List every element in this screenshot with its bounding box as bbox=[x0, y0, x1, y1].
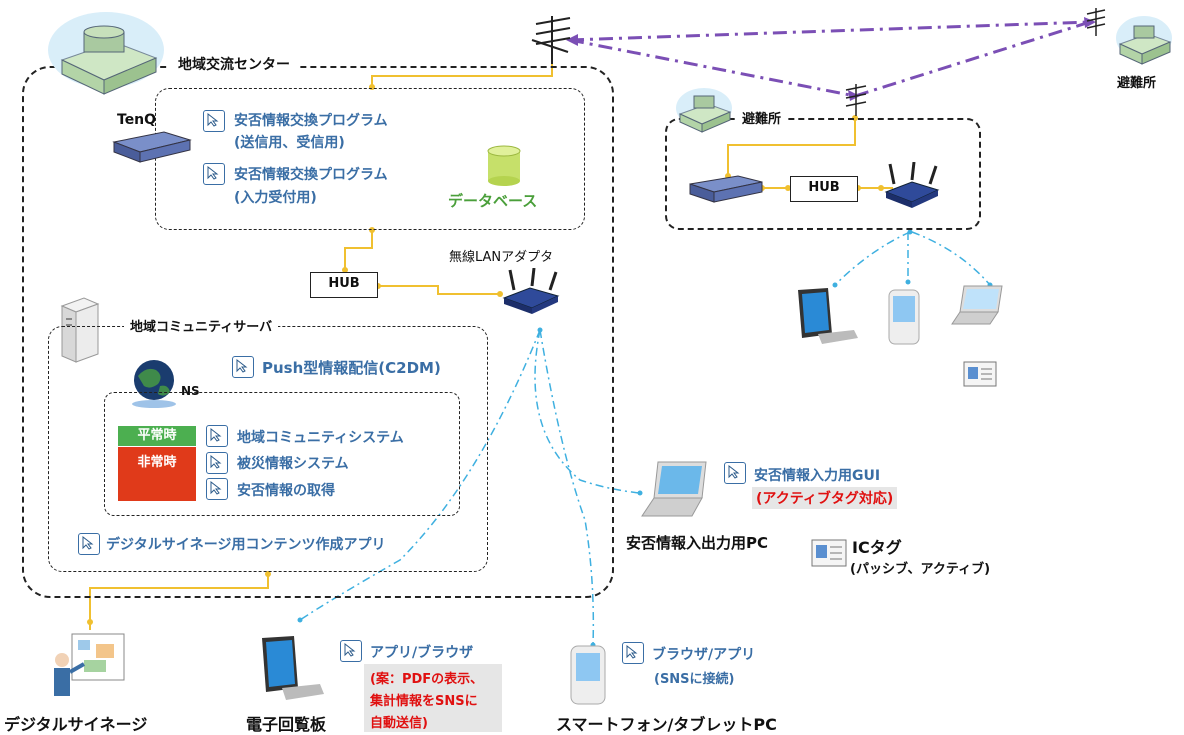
tower-server-icon bbox=[60, 297, 100, 363]
emergency-tag: 非常時 bbox=[118, 447, 196, 501]
cursor-icon bbox=[206, 425, 228, 447]
center-title: 地域交流センター bbox=[178, 57, 290, 73]
ictag-sub: (パッシブ、アクティブ) bbox=[850, 562, 991, 577]
cursor-icon bbox=[78, 533, 100, 555]
building-icon bbox=[48, 12, 164, 95]
cursor-icon bbox=[206, 452, 228, 474]
laptop-icon bbox=[951, 285, 1003, 325]
cursor-icon bbox=[232, 356, 254, 378]
laptop-icon bbox=[641, 461, 707, 517]
cursor-icon bbox=[340, 640, 362, 662]
prog2-line1: 安否情報交換プログラム bbox=[234, 167, 388, 183]
sys1-label: 地域コミュニティシステム bbox=[237, 430, 404, 446]
center-title-wrap: 地域交流センター bbox=[170, 54, 298, 74]
signage-label: デジタルサイネージ bbox=[4, 715, 148, 734]
id-card-icon bbox=[963, 361, 997, 387]
antenna-icon bbox=[845, 84, 867, 116]
ns-box bbox=[104, 392, 460, 516]
signage-app-label: デジタルサイネージ用コンテンツ作成アプリ bbox=[106, 537, 386, 553]
cursor-icon bbox=[203, 163, 225, 185]
wlan-adapter-label: 無線LANアダプタ bbox=[449, 250, 554, 265]
id-card-icon bbox=[811, 539, 847, 567]
wireless-router-icon bbox=[884, 162, 940, 208]
cursor-icon bbox=[206, 478, 228, 500]
server-device-icon bbox=[689, 175, 763, 203]
ictag-title: ICタグ bbox=[852, 538, 902, 557]
community-server-title: 地域コミュニティサーバ bbox=[130, 320, 273, 335]
normal-tag: 平常時 bbox=[118, 426, 196, 446]
phone-note: (SNSに接続) bbox=[654, 672, 735, 687]
server-device-icon bbox=[112, 131, 192, 163]
pc-gui-label: 安否情報入力用GUI bbox=[754, 468, 881, 484]
sys3-label: 安否情報の取得 bbox=[237, 483, 335, 499]
cursor-icon bbox=[724, 462, 746, 484]
prog1-line1: 安否情報交換プログラム bbox=[234, 113, 388, 129]
signage-person-icon bbox=[54, 633, 125, 696]
tenq-label: TenQ bbox=[117, 112, 157, 128]
smartphone-icon bbox=[888, 289, 920, 345]
sys2-label: 被災情報システム bbox=[237, 456, 349, 472]
shelter-box bbox=[665, 118, 981, 230]
emergency-tag-label: 非常時 bbox=[137, 455, 177, 470]
cursor-icon bbox=[622, 642, 644, 664]
tablet-icon bbox=[798, 288, 858, 344]
board-note3: 自動送信) bbox=[370, 716, 428, 731]
antenna-icon bbox=[531, 16, 571, 64]
database-icon bbox=[487, 145, 521, 186]
pc-label: 安否情報入出力用PC bbox=[626, 534, 769, 552]
board-note-bg bbox=[364, 664, 502, 732]
phone-label: スマートフォン/タブレットPC bbox=[556, 715, 777, 734]
prog1-line2: (送信用、受信用) bbox=[234, 135, 345, 151]
wireless-router-icon bbox=[502, 268, 560, 314]
tenq-box bbox=[155, 88, 585, 230]
phone-app-label: ブラウザ/アプリ bbox=[652, 647, 756, 663]
push-label: Push型情報配信(C2DM) bbox=[262, 359, 441, 377]
hub-center: HUB bbox=[310, 272, 378, 298]
pc-gui-note: (アクティブタグ対応) bbox=[752, 487, 898, 509]
antenna-icon bbox=[1086, 8, 1106, 36]
building-icon bbox=[1116, 16, 1172, 65]
smartphone-icon bbox=[570, 645, 606, 705]
board-note2: 集計情報をSNSに bbox=[370, 694, 478, 709]
cursor-icon bbox=[203, 110, 225, 132]
tablet-icon bbox=[262, 636, 324, 700]
shelter-title: 避難所 bbox=[742, 112, 782, 127]
prog2-line2: (入力受付用) bbox=[234, 190, 317, 206]
ns-label: NS bbox=[181, 384, 200, 398]
building-icon bbox=[676, 88, 732, 133]
board-label: 電子回覧板 bbox=[246, 715, 327, 734]
database-label: データベース bbox=[448, 192, 538, 210]
remote-shelter-title: 避難所 bbox=[1117, 76, 1157, 91]
board-app-label: アプリ/ブラウザ bbox=[370, 645, 474, 661]
hub-shelter: HUB bbox=[790, 176, 858, 202]
board-note1: (案：PDFの表示、 bbox=[370, 672, 484, 687]
globe-icon bbox=[132, 360, 176, 408]
center-boundary bbox=[22, 66, 614, 598]
